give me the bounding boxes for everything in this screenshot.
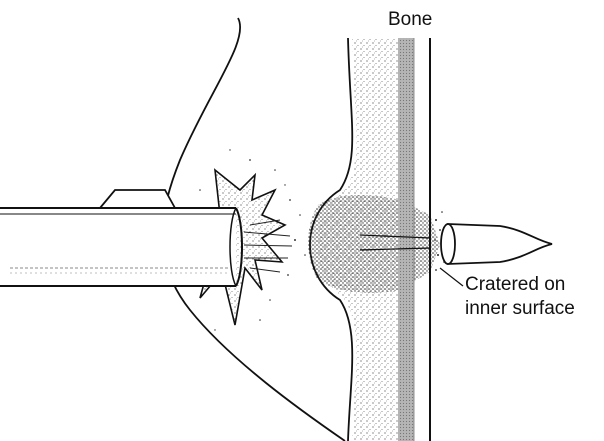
bone-label: Bone [388,9,432,31]
crater-label-line1: Cratered on [465,274,565,296]
crater-leader-line [440,268,463,286]
fracture-zone [308,195,440,293]
gun-barrel [0,190,242,286]
cortex-band [398,38,414,441]
crater-label-line2: inner surface [465,298,575,320]
bullet [441,224,552,264]
